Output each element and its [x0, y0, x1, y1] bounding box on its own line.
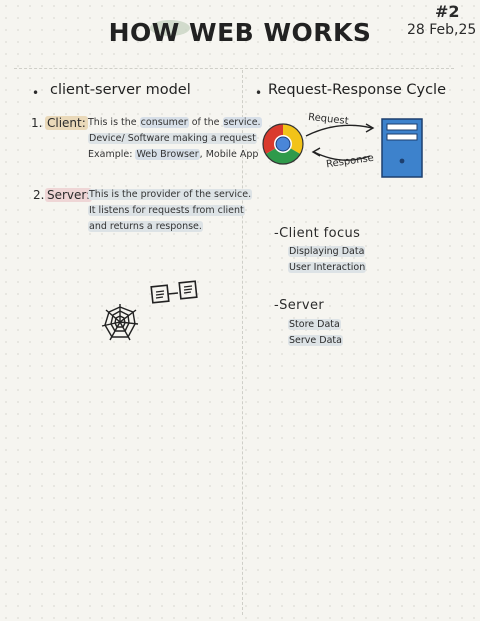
bullet: •	[255, 86, 263, 100]
note-number: #2	[435, 2, 460, 21]
client-label: Client:	[45, 116, 88, 130]
desc-line: Device/ Software making a request	[88, 133, 257, 144]
desc-line: This is the provider of the service.	[88, 189, 253, 200]
item-number: 2.	[33, 188, 45, 202]
spider-web-icon	[101, 304, 139, 341]
chrome-browser-icon	[262, 123, 304, 165]
server-description: This is the provider of the service. It …	[88, 187, 253, 235]
server-tower-icon	[381, 118, 423, 178]
server-label: Server:	[45, 188, 93, 202]
request-response-arrows	[305, 123, 375, 161]
client-server-heading: client-server model	[50, 82, 191, 98]
title-highlight	[150, 20, 190, 36]
server-focus-item: Serve Data	[288, 335, 343, 346]
item-number: 1.	[31, 116, 43, 130]
desc-line: and returns a response.	[88, 221, 203, 232]
desc-line: Example: Web Browser, Mobile App	[88, 149, 259, 160]
header-divider	[14, 68, 454, 69]
desc-line: This is the consumer of the service.	[88, 117, 262, 128]
request-response-heading: Request-Response Cycle	[268, 82, 447, 98]
client-focus-item: Displaying Data	[288, 246, 366, 257]
server-focus-title: -Server	[274, 298, 325, 313]
client-focus-title: -Client focus	[274, 226, 361, 241]
desc-line: It listens for requests from client	[88, 205, 245, 216]
note-date: 28 Feb,25	[407, 22, 477, 38]
page-title: HOW WEB WORKS	[108, 18, 372, 47]
client-description: This is the consumer of the service. Dev…	[88, 115, 262, 163]
column-divider	[242, 70, 243, 615]
linked-documents-icon	[150, 280, 198, 304]
client-focus-item: User Interaction	[288, 262, 367, 273]
server-focus-item: Store Data	[288, 319, 341, 330]
bullet: •	[32, 86, 40, 100]
